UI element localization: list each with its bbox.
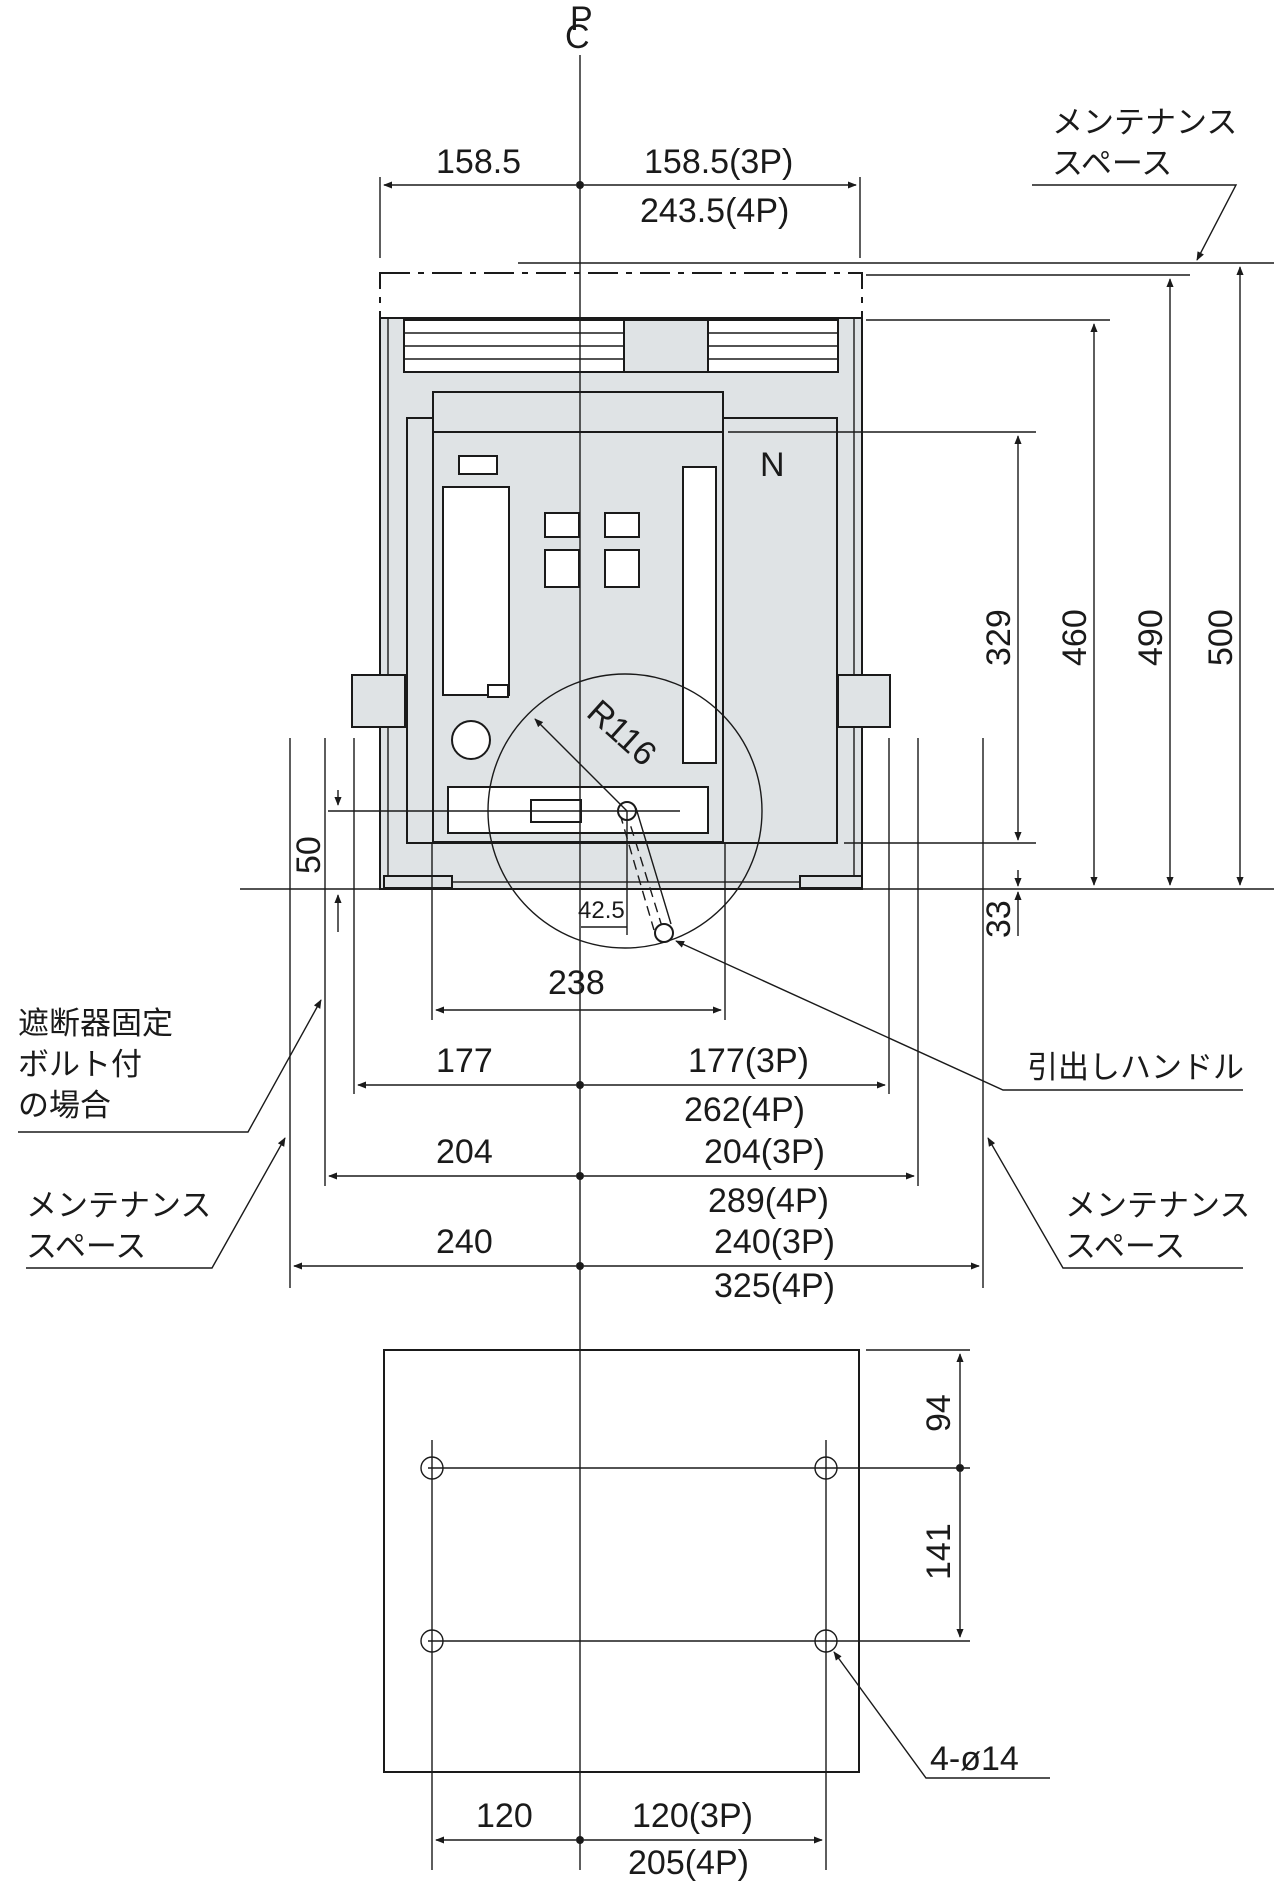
- width-289-4p: 289(4P): [708, 1182, 829, 1220]
- width-177-left: 177: [436, 1042, 493, 1080]
- indicator-window: [458, 455, 498, 475]
- left-window: [442, 486, 510, 696]
- fixing-bolt-line2: ボルト付: [18, 1047, 142, 1083]
- extension-lines: [289, 738, 984, 1288]
- fixing-bolt-line3: の場合: [18, 1088, 111, 1124]
- maintenance-space-top: メンテナンス スペース: [1032, 105, 1237, 261]
- mount-hole: [814, 1456, 838, 1480]
- top-width-3p: 158.5(3P): [644, 143, 793, 181]
- width-238: 238: [548, 964, 605, 1002]
- base-width-120-3p: 120(3P): [632, 1797, 753, 1835]
- handle-label: 引出しハンドル: [675, 940, 1244, 1091]
- mount-hole: [814, 1629, 838, 1653]
- top-width-4p: 243.5(4P): [640, 192, 789, 230]
- height-329: 329: [980, 609, 1018, 666]
- button-block-right: [604, 549, 640, 588]
- maintenance-left-line2: スペース: [26, 1229, 146, 1265]
- top-vents: [403, 319, 839, 373]
- button-block-left: [544, 549, 580, 588]
- width-204-left: 204: [436, 1133, 493, 1171]
- centerline-label-bottom: C: [565, 18, 590, 56]
- handle-label-text: 引出しハンドル: [1027, 1050, 1244, 1086]
- width-204-3p: 204(3P): [704, 1133, 825, 1171]
- base-plate-view: 94 141 4-ø14 120 120(3P) 205(4P): [383, 1349, 1050, 1882]
- top-width-left: 158.5: [436, 143, 521, 181]
- handle-offset-label: 42.5: [578, 897, 625, 924]
- fixing-bolt-line1: 遮断器固定: [18, 1006, 173, 1042]
- height-33: 33: [980, 900, 1018, 938]
- width-325-4p: 325(4P): [714, 1267, 835, 1305]
- maintenance-space-left: メンテナンス スペース: [26, 1137, 286, 1269]
- top-width-dimension: 158.5 158.5(3P) 243.5(4P): [379, 143, 861, 258]
- height-490: 490: [1132, 609, 1170, 666]
- holes-label: 4-ø14: [930, 1740, 1019, 1778]
- width-dimensions: 238 177 177(3P) 262(4P) 204 204(3P) 289(…: [293, 964, 980, 1305]
- mount-hole: [420, 1456, 444, 1480]
- base-dim-94: 94: [920, 1394, 958, 1432]
- left-flange: [351, 674, 406, 728]
- fixing-bolt-label: 遮断器固定 ボルト付 の場合: [18, 999, 322, 1133]
- maintenance-right-line2: スペース: [1065, 1229, 1185, 1265]
- base-dim-141: 141: [920, 1523, 958, 1580]
- maintenance-right-line1: メンテナンス: [1065, 1188, 1250, 1224]
- height-dimensions: 329 460 490 500 33: [518, 262, 1274, 938]
- breaker-front-view: N: [351, 272, 891, 890]
- height-460: 460: [1056, 609, 1094, 666]
- base-width-205-4p: 205(4P): [628, 1844, 749, 1882]
- maintenance-envelope: [379, 272, 863, 320]
- width-177-3p: 177(3P): [688, 1042, 809, 1080]
- maintenance-left-line1: メンテナンス: [26, 1188, 211, 1224]
- off-button: [604, 512, 640, 538]
- maintenance-top-line2: スペース: [1052, 146, 1172, 182]
- base-plate: [383, 1349, 860, 1773]
- base-width-120-left: 120: [476, 1797, 533, 1835]
- height-500: 500: [1202, 609, 1240, 666]
- on-button: [544, 512, 580, 538]
- right-flange: [837, 674, 891, 728]
- maintenance-top-line1: メンテナンス: [1052, 105, 1237, 141]
- centerline: P C: [565, 0, 593, 1870]
- charge-button: [451, 720, 491, 760]
- panel-label: N: [760, 446, 785, 484]
- width-240-left: 240: [436, 1223, 493, 1261]
- mount-hole: [420, 1629, 444, 1653]
- height-50: 50: [290, 836, 328, 874]
- width-262-4p: 262(4P): [684, 1091, 805, 1129]
- bolt-offset-dimension: 50: [290, 790, 342, 932]
- maintenance-space-right: メンテナンス スペース: [987, 1137, 1250, 1269]
- centerline-label-top: P: [570, 0, 593, 38]
- width-240-3p: 240(3P): [714, 1223, 835, 1261]
- right-bar: [682, 466, 717, 764]
